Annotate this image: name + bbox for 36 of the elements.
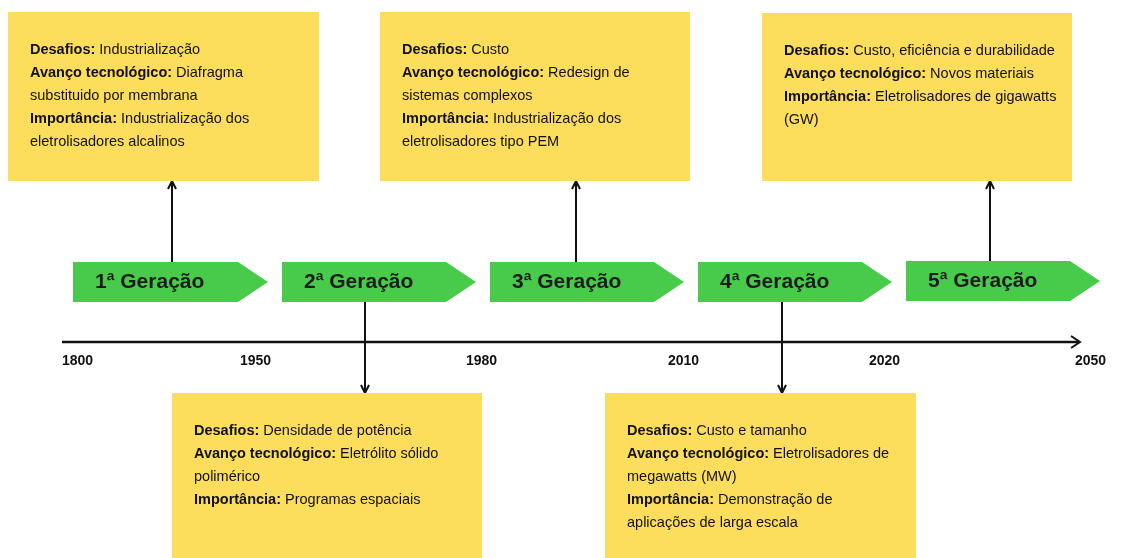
- info-text: Importância: Programas espaciais: [194, 490, 422, 509]
- info-card: [605, 393, 916, 558]
- info-text: Avanço tecnológico: Eletrolisadores de megawatts (MW): [627, 444, 891, 486]
- info-text: Importância: Industrialização dos eletrolisadores alcalinos: [30, 109, 251, 151]
- info-text: Avanço tecnológico: Diafragma substituido por membrana: [30, 63, 244, 105]
- info-text: Avanço tecnológico: Eletrólito sólido polimérico: [194, 444, 440, 486]
- arrow: [571, 180, 581, 263]
- year-label: 2020: [869, 352, 901, 368]
- arrow: [167, 180, 177, 263]
- generation-label: 2ª Geração: [304, 269, 414, 293]
- generation-label: 3ª Geração: [512, 269, 622, 293]
- year-label: 2010: [668, 352, 700, 368]
- info-card: [380, 12, 690, 181]
- info-text: Importância: Demonstração de aplicações de larga escala: [627, 490, 834, 532]
- info-text: Desafios: Custo: [402, 40, 511, 59]
- year-label: 1980: [466, 352, 498, 368]
- info-text: Desafios: Custo e tamanho: [627, 421, 808, 440]
- generation-label: 1ª Geração: [95, 269, 205, 293]
- arrow: [777, 301, 787, 394]
- generation-label: 5ª Geração: [928, 268, 1038, 292]
- info-card: [762, 13, 1072, 181]
- info-card: [8, 12, 319, 181]
- info-text: Desafios: Industrialização: [30, 40, 202, 59]
- year-label: 1800: [62, 352, 94, 368]
- year-label: 1950: [240, 352, 272, 368]
- info-text: Desafios: Densidade de potência: [194, 421, 413, 440]
- generation-label: 4ª Geração: [720, 269, 830, 293]
- info-text: Desafios: Custo, eficiência e durabilidade: [784, 41, 1056, 60]
- year-label: 2050: [1075, 352, 1107, 368]
- info-text: Importância: Eletrolisadores de gigawatts (GW): [784, 87, 1058, 129]
- info-text: Avanço tecnológico: Redesign de sistemas complexos: [402, 63, 631, 105]
- arrow: [360, 301, 370, 394]
- info-text: Importância: Industrialização dos eletrolisadores tipo PEM: [402, 109, 623, 151]
- arrow: [985, 180, 995, 262]
- info-text: Avanço tecnológico: Novos materiais: [784, 64, 1036, 83]
- info-card: [172, 393, 482, 558]
